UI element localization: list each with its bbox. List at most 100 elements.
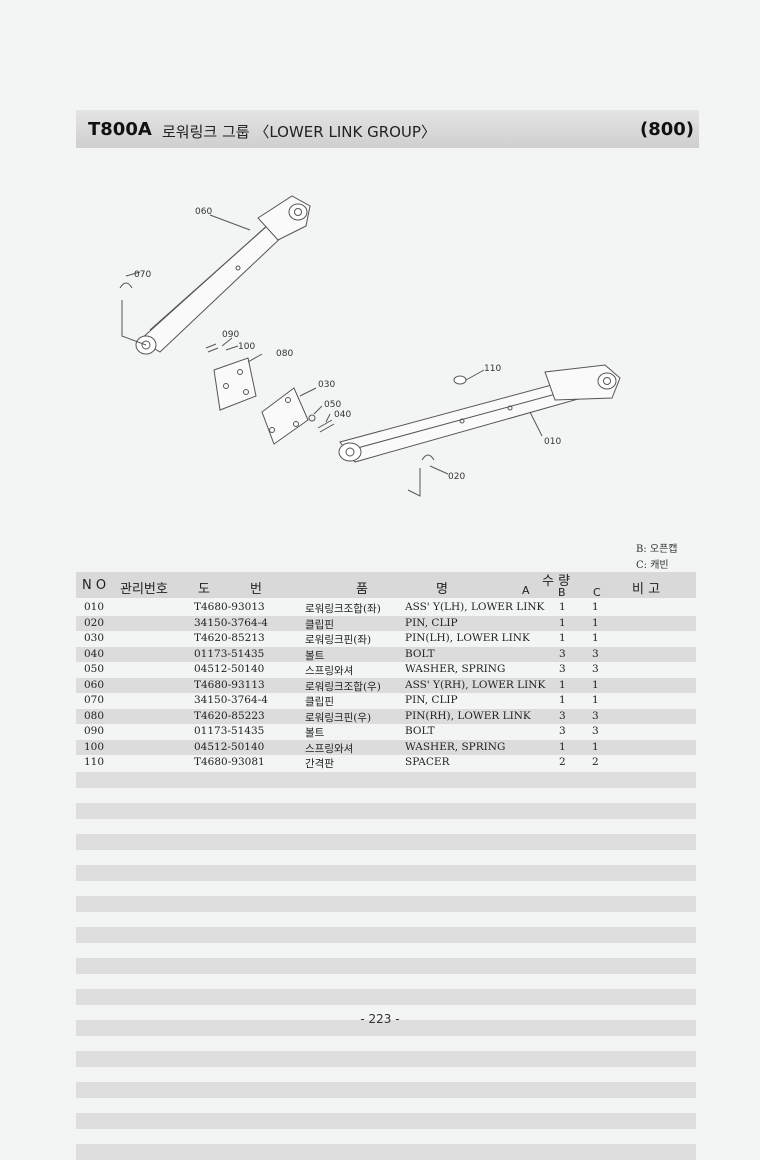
row-qty-c: 1 — [592, 632, 599, 644]
row-qty-b: 1 — [559, 632, 566, 644]
header-part-no-2: 번 — [250, 582, 262, 597]
row-name-en: PIN, CLIP — [405, 694, 458, 706]
row-name-kr: 로워링크핀(우) — [305, 711, 372, 724]
row-name-en: SPACER — [405, 756, 450, 768]
row-part-no: 04512-50140 — [194, 663, 265, 675]
row-name-kr: 스프링와셔 — [305, 742, 354, 755]
row-no: 090 — [84, 725, 105, 737]
row-no: 030 — [84, 632, 105, 644]
row-name-en: BOLT — [405, 725, 435, 737]
row-no: 010 — [84, 601, 105, 613]
row-no: 100 — [84, 740, 105, 753]
row-name-kr: 클립핀 — [305, 696, 334, 708]
callout-110: 110 — [484, 364, 501, 374]
callout-070: 070 — [134, 270, 151, 280]
row-name-en: PIN(LH), LOWER LINK — [405, 632, 530, 644]
lower-link-lh-drawing — [338, 364, 621, 463]
table-row: 060 T4680-93113 로워링크조합(우) ASS' Y(RH), LO… — [76, 677, 696, 693]
row-name-kr: 클립핀 — [305, 618, 334, 631]
exploded-parts-diagram: 060 070 090 100 080 030 050 040 110 010 … — [119, 195, 621, 497]
row-name-kr: 간격판 — [305, 758, 334, 770]
row-no: 060 — [84, 678, 105, 691]
header-name-1: 품 — [356, 582, 368, 597]
callout-020: 020 — [448, 472, 465, 482]
row-name-kr: 로워링크조합(좌) — [305, 603, 381, 615]
header-no: N O — [82, 578, 107, 593]
row-qty-b: 3 — [559, 709, 566, 722]
row-qty-b: 2 — [559, 756, 566, 768]
row-no: 020 — [84, 616, 105, 629]
row-name-en: WASHER, SPRING — [405, 740, 506, 753]
header-mgmt-no: 관리번호 — [120, 582, 168, 597]
row-no: 070 — [84, 694, 105, 706]
header-qty: 수 량 — [542, 574, 571, 589]
table-row: 070 34150-3764-4 클립핀 PIN, CLIP 1 1 — [76, 693, 696, 709]
row-qty-c: 3 — [592, 663, 599, 675]
legend-c: C: 캐빈 — [636, 560, 669, 571]
row-qty-c: 3 — [592, 725, 599, 737]
callout-080: 080 — [276, 349, 293, 359]
row-qty-b: 1 — [559, 616, 566, 629]
table-row: 080 T4620-85223 로워링크핀(우) PIN(RH), LOWER … — [76, 708, 696, 724]
bolt-040 — [317, 419, 335, 433]
row-no: 110 — [84, 756, 105, 768]
row-part-no: T4680-93013 — [194, 601, 265, 613]
clip-pin-020 — [421, 454, 435, 461]
legend-b: B: 오픈캡 — [636, 544, 678, 555]
row-name-kr: 볼트 — [305, 727, 325, 739]
parts-table-header: N O 관리번호 도 번 품 명 수 량 A B C 비 고 — [76, 572, 696, 599]
row-qty-b: 1 — [559, 740, 566, 753]
row-part-no: T4620-85213 — [194, 632, 265, 644]
spacer-110 — [453, 375, 467, 385]
row-name-en: PIN(RH), LOWER LINK — [405, 709, 531, 722]
link-pin-bracket-080 — [213, 357, 257, 411]
row-qty-c: 1 — [592, 740, 599, 753]
model-code: T800A — [88, 119, 152, 140]
row-name-en: PIN, CLIP — [405, 616, 458, 629]
table-row: 090 01173-51435 볼트 BOLT 3 3 — [76, 724, 696, 740]
row-part-no: T4680-93081 — [194, 756, 265, 768]
callout-060: 060 — [195, 207, 212, 217]
table-row: 020 34150-3764-4 클립핀 PIN, CLIP 1 1 — [76, 615, 696, 631]
table-row: 030 T4620-85213 로워링크핀(좌) PIN(LH), LOWER … — [76, 631, 696, 647]
row-part-no: 01173-51435 — [194, 647, 265, 660]
parts-table-body: 010 T4680-93013 로워링크조합(좌) ASS' Y(LH), LO… — [76, 600, 696, 771]
table-row: 110 T4680-93081 간격판 SPACER 2 2 — [76, 755, 696, 771]
washer-050 — [308, 414, 316, 422]
bolt-090 — [205, 343, 219, 353]
row-name-kr: 로워링크조합(우) — [305, 680, 381, 693]
callout-100: 100 — [238, 342, 255, 352]
row-no: 050 — [84, 663, 105, 675]
callout-010: 010 — [544, 437, 561, 447]
row-name-kr: 볼트 — [305, 649, 325, 662]
callout-030: 030 — [318, 380, 335, 390]
group-title: 로워링크 그룹 〈LOWER LINK GROUP〉 — [162, 123, 436, 141]
header-part-no-1: 도 — [198, 582, 210, 597]
row-qty-c: 1 — [592, 678, 599, 691]
table-row: 050 04512-50140 스프링와셔 WASHER, SPRING 3 3 — [76, 662, 696, 678]
row-qty-b: 1 — [559, 678, 566, 691]
header-remarks: 비 고 — [632, 582, 661, 597]
row-qty-c: 3 — [592, 647, 599, 660]
row-qty-b: 3 — [559, 663, 566, 675]
row-name-en: ASS' Y(RH), LOWER LINK — [405, 678, 546, 691]
table-row: 040 01173-51435 볼트 BOLT 3 3 — [76, 646, 696, 662]
row-qty-c: 2 — [592, 756, 599, 768]
row-qty-c: 1 — [592, 694, 599, 706]
row-no: 040 — [84, 647, 105, 660]
clip-pin-070 — [119, 282, 133, 289]
page-number: - 223 - — [360, 1012, 400, 1026]
row-name-en: ASS' Y(LH), LOWER LINK — [405, 601, 545, 613]
row-qty-b: 3 — [559, 647, 566, 660]
row-part-no: 01173-51435 — [194, 725, 265, 737]
table-row: 010 T4680-93013 로워링크조합(좌) ASS' Y(LH), LO… — [76, 600, 696, 616]
row-name-kr: 스프링와셔 — [305, 665, 354, 677]
link-pin-bracket-030 — [261, 387, 309, 445]
callout-040: 040 — [334, 410, 351, 420]
row-name-en: BOLT — [405, 647, 435, 660]
header-col-c: C — [593, 586, 601, 599]
row-part-no: 34150-3764-4 — [194, 616, 268, 629]
row-qty-c: 1 — [592, 601, 599, 613]
row-qty-b: 3 — [559, 725, 566, 737]
table-row: 100 04512-50140 스프링와셔 WASHER, SPRING 1 1 — [76, 739, 696, 755]
